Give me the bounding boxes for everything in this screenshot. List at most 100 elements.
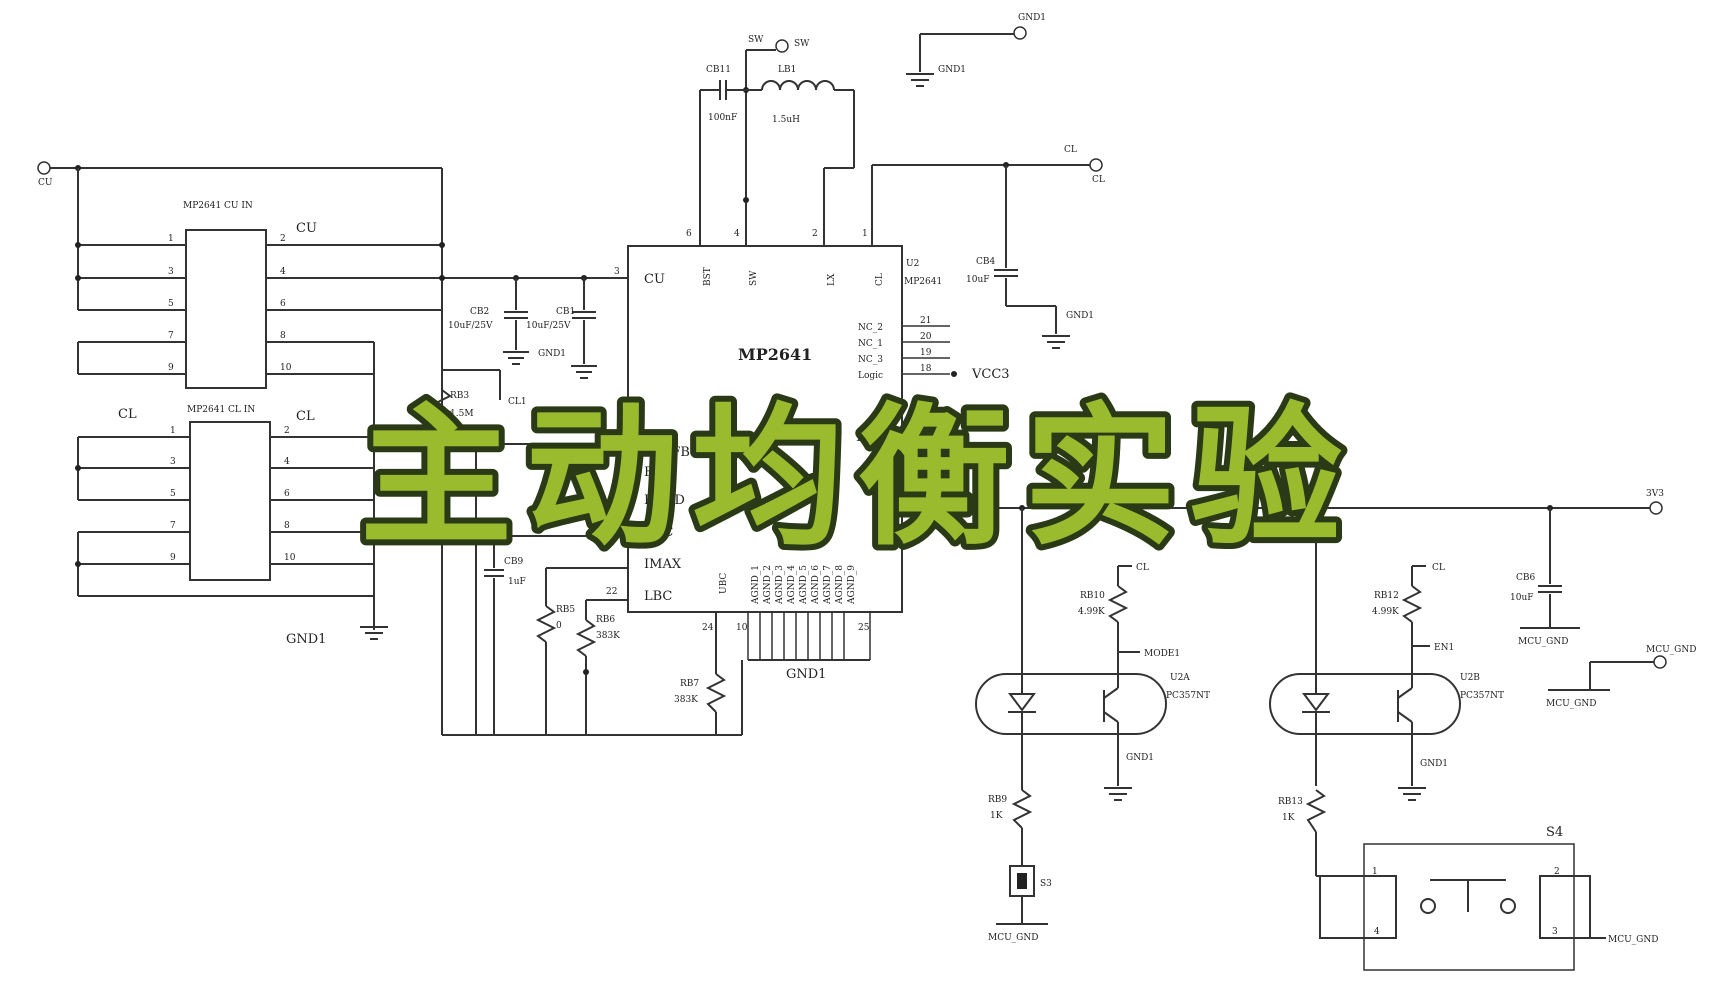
net-gnd1-left: GND1: [286, 632, 326, 647]
capacitor-cb2: [503, 278, 529, 365]
net-gnd1-top: GND1: [938, 65, 966, 75]
port-cl-label: CL: [1092, 175, 1105, 185]
chip-mp2641: [627, 245, 903, 613]
cb9-value: 1uF: [508, 577, 526, 587]
net-mode1: MODE1: [1144, 649, 1180, 659]
chip-bottom-pins: UBC AGND_1 AGND_2 AGND_3 AGND_4 AGND_5 A…: [702, 565, 871, 682]
cb6-ref: CB6: [1516, 573, 1536, 583]
port-gnd1-terminal: [1013, 26, 1027, 40]
svg-text:BST: BST: [703, 267, 713, 286]
connector-cl-in-name: MP2641 CL IN: [187, 405, 255, 415]
blank-patch: [262, 785, 334, 815]
resistor-rb3: [431, 389, 453, 427]
svg-text:NC_2: NC_2: [858, 323, 883, 333]
svg-text:8: 8: [280, 331, 286, 341]
port-gnd1-label: GND1: [1018, 13, 1046, 23]
svg-text:4: 4: [734, 229, 740, 239]
rb5-value: 0: [556, 621, 562, 631]
svg-text:5: 5: [168, 299, 174, 309]
rb10-value: 4.99K: [1078, 607, 1105, 617]
svg-text:2: 2: [280, 234, 286, 244]
title-overlay: 主动均衡实验: [360, 389, 1356, 566]
cb1-value: 10uF/25V: [526, 321, 571, 331]
ground-u2a: [1104, 787, 1132, 801]
lb1-ref: LB1: [778, 65, 796, 75]
rb9-value: 1K: [990, 811, 1003, 821]
chip-right-pins: NC_2 NC_1 NC_3 Logic MODE EN 21 20 19 18…: [856, 316, 1010, 525]
inductor-lb1: [746, 80, 855, 246]
svg-text:2: 2: [1554, 867, 1560, 877]
net-cl-rb10: CL: [1136, 563, 1149, 573]
svg-text:SW: SW: [749, 270, 759, 286]
svg-text:Logic: Logic: [858, 371, 883, 381]
svg-text:24: 24: [702, 623, 714, 633]
rb13-ref: RB13: [1278, 797, 1303, 807]
svg-text:CU_FB: CU_FB: [644, 445, 690, 460]
rb6-ref: RB6: [596, 615, 615, 625]
svg-text:2: 2: [812, 229, 818, 239]
svg-text:8: 8: [284, 521, 290, 531]
net-en1: EN1: [1434, 643, 1454, 653]
svg-text:UBC: UBC: [719, 573, 729, 594]
svg-text:AGND_2: AGND_2: [763, 565, 773, 605]
svg-text:AGND_5: AGND_5: [799, 565, 809, 605]
net-cl1: CL1: [508, 397, 527, 407]
rb4-value: 392K: [450, 485, 474, 495]
net-mcu-gnd-s4: MCU_GND: [1608, 935, 1658, 945]
rb7-ref: RB7: [680, 679, 699, 689]
cl-net-label: CL: [1064, 145, 1077, 155]
u2b-ref: U2B: [1460, 673, 1480, 683]
svg-text:4: 4: [280, 267, 286, 277]
svg-text:VCC: VCC: [643, 525, 673, 540]
svg-text:6: 6: [284, 489, 290, 499]
capacitor-cb1: [571, 278, 597, 379]
port-mcu-gnd-terminal: [1653, 655, 1667, 669]
svg-text:3: 3: [168, 267, 174, 277]
port-cl-terminal: [1089, 158, 1103, 172]
svg-text:19: 19: [920, 348, 932, 358]
rb9-ref: RB9: [988, 795, 1007, 805]
svg-text:21: 21: [920, 316, 931, 326]
capacitor-cb6: [1520, 508, 1580, 629]
svg-text:AGND_3: AGND_3: [775, 565, 785, 605]
port-sw-label: SW: [794, 39, 810, 49]
svg-text:5: 5: [170, 489, 176, 499]
net-mcu-gnd-s3: MCU_GND: [988, 933, 1038, 943]
capacitor-cb4: [994, 165, 1070, 349]
cb2-value: 10uF/25V: [448, 321, 493, 331]
title-overlay-layer: 主动均衡实验: [354, 383, 1356, 572]
svg-text:7: 7: [170, 521, 176, 531]
connector-cl-left-label: CL: [118, 407, 137, 422]
port-mcu-gnd-label: MCU_GND: [1646, 645, 1696, 655]
net-gnd1-u2a: GND1: [1126, 753, 1154, 763]
sw-net-label: SW: [748, 35, 764, 45]
svg-text:IMAX: IMAX: [644, 557, 682, 572]
port-sw-terminal: [775, 39, 789, 53]
lb1-value: 1.5uH: [772, 115, 800, 125]
svg-text:1: 1: [170, 426, 176, 436]
svg-text:1: 1: [1372, 867, 1378, 877]
chip-ref-value: MP2641: [904, 277, 942, 287]
cb9-ref: CB9: [504, 557, 524, 567]
svg-text:22: 22: [606, 587, 617, 597]
chip-left-pins: CU CU_FB FB PGND VCC IMAX LBC 3 22: [606, 267, 690, 604]
svg-text:CU: CU: [644, 272, 665, 287]
port-cu-terminal: [37, 161, 51, 175]
switch-s4-outline: [1363, 843, 1575, 971]
rb6-value: 383K: [596, 631, 620, 641]
net-gnd1-caps: GND1: [538, 349, 566, 359]
rb7-value: 383K: [674, 695, 698, 705]
connector-cl-in-label: CL: [296, 409, 315, 424]
svg-text:18: 18: [920, 364, 932, 374]
svg-text:4: 4: [1374, 927, 1380, 937]
svg-text:EN: EN: [876, 510, 897, 525]
resistor-rb13: [1305, 789, 1327, 833]
svg-text:10: 10: [736, 623, 748, 633]
resistor-rb4: [431, 465, 453, 503]
svg-text:CL: CL: [875, 273, 885, 286]
connector-cu-in-pins: 1 3 5 7 9 2 4 6 8 10: [75, 168, 628, 375]
rb12-ref: RB12: [1374, 591, 1399, 601]
svg-text:9: 9: [170, 553, 176, 563]
net-mcu-gnd-port: MCU_GND: [1546, 699, 1596, 709]
